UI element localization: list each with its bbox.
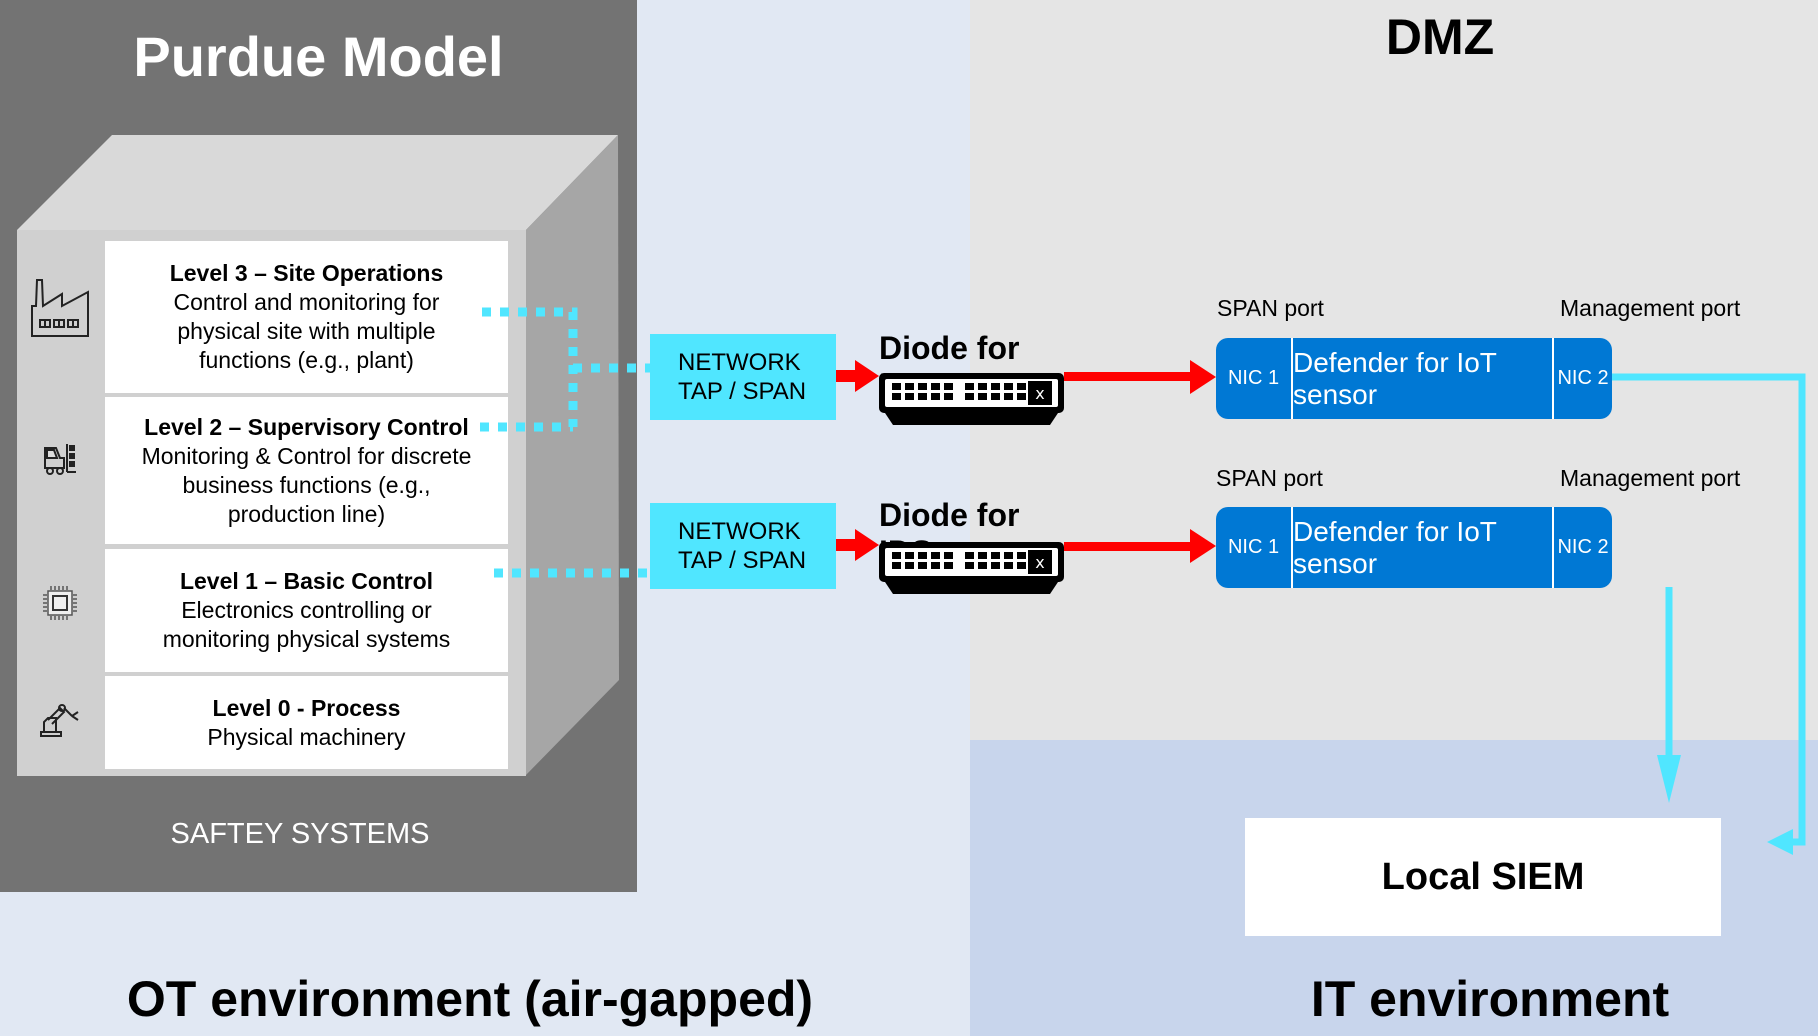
diode-port-glyph	[931, 383, 940, 390]
sensor-2-nic2: NIC 2	[1552, 507, 1612, 588]
tap-2-line2: TAP / SPAN	[678, 547, 807, 574]
diode-port-glyph	[1017, 552, 1026, 559]
diode-port-glyph	[918, 562, 927, 569]
diode-port-glyph	[1017, 562, 1026, 569]
svg-text:x: x	[1035, 384, 1044, 403]
ot-environment-label: OT environment (air-gapped)	[126, 971, 814, 1027]
level-2-title: Level 2 – Supervisory Control	[144, 413, 469, 440]
diode-port-glyph	[892, 383, 901, 390]
sensor-1-to-siem-line	[1612, 373, 1806, 846]
diode-port-glyph	[892, 562, 901, 569]
diode-port-glyph	[978, 393, 987, 400]
level-1-box: Level 1 – Basic Control Electronics cont…	[105, 549, 508, 672]
diode-port-glyph	[1004, 562, 1013, 569]
diode-port-glyph	[978, 383, 987, 390]
diode-port-glyph	[931, 552, 940, 559]
tap-2-line1: NETWORK	[678, 518, 801, 545]
level-3-dotted-line	[482, 307, 578, 427]
sensor-1-siem-arrowhead	[1767, 829, 1793, 855]
network-tap-span-1: NETWORK TAP / SPAN	[650, 334, 836, 420]
sensor-1-name: Defender for IoT sensor	[1293, 346, 1497, 410]
diode-port-glyph	[918, 393, 927, 400]
network-tap-span-2: NETWORK TAP / SPAN	[650, 503, 836, 589]
diode-port-glyph	[905, 562, 914, 569]
defender-sensor-2: NIC 1 Defender for IoT sensor NIC 2	[1216, 507, 1612, 588]
robot-arm-icon	[24, 684, 96, 756]
diode-port-glyph	[918, 383, 927, 390]
sensor-2-name: Defender for IoT sensor	[1293, 515, 1497, 579]
diode-port-glyph	[905, 552, 914, 559]
sensor-1-nic2: NIC 2	[1552, 338, 1612, 419]
factory-icon	[24, 272, 96, 344]
sensor-1-mgmt-port-label: Management port	[1560, 295, 1741, 321]
diode-port-glyph	[991, 393, 1000, 400]
diode-2-to-sensor-arrow	[1064, 542, 1194, 551]
diode-port-glyph	[931, 393, 940, 400]
diode-port-glyph	[931, 562, 940, 569]
dmz-label: DMZ	[1385, 9, 1495, 65]
diode-port-glyph	[991, 552, 1000, 559]
level-0-box: Level 0 - Process Physical machinery	[105, 676, 508, 769]
tap-1-line1: NETWORK	[678, 349, 801, 376]
diode-port-glyph	[905, 383, 914, 390]
tap-1-to-diode-arrow	[836, 370, 861, 382]
diode-port-glyph	[965, 383, 974, 390]
diode-port-glyph	[978, 552, 987, 559]
defender-sensor-1: NIC 1 Defender for IoT sensor NIC 2	[1216, 338, 1612, 419]
diode-port-glyph	[944, 562, 953, 569]
diode-port-glyph	[1004, 552, 1013, 559]
sensor-2-span-port-label: SPAN port	[1216, 465, 1323, 491]
diode-port-glyph	[991, 383, 1000, 390]
diode-port-glyph	[944, 393, 953, 400]
sensor-2-nic1: NIC 1	[1216, 507, 1293, 588]
diode-1-to-sensor-arrow	[1064, 372, 1194, 381]
cube-top-face	[17, 135, 618, 230]
level-3-title: Level 3 – Site Operations	[169, 260, 444, 286]
diode-port-glyph	[965, 552, 974, 559]
level-0-title: Level 0 - Process	[212, 694, 401, 721]
diode-port-glyph	[1004, 393, 1013, 400]
sensor-1-span-port-label: SPAN port	[1217, 295, 1324, 321]
diode-port-glyph	[944, 383, 953, 390]
diode-port-glyph	[905, 393, 914, 400]
chip-icon	[24, 567, 96, 639]
diode-port-glyph	[1017, 393, 1026, 400]
level-1-title: Level 1 – Basic Control	[179, 568, 434, 594]
diode-port-glyph	[892, 393, 901, 400]
diode-port-glyph	[1017, 383, 1026, 390]
diode-port-glyph	[1004, 383, 1013, 390]
level-3-desc: Control and monitoring for physical site…	[173, 289, 440, 373]
sensor-1-nic1: NIC 1	[1216, 338, 1293, 419]
sensor-2-mgmt-port-label: Management port	[1560, 465, 1741, 491]
it-environment-label: IT environment	[1310, 971, 1670, 1027]
level-2-desc: Monitoring & Control for discrete busine…	[141, 442, 472, 527]
level-3-box: Level 3 – Site Operations Control and mo…	[105, 241, 508, 393]
diode-port-glyph	[944, 552, 953, 559]
cube-right-face	[525, 135, 619, 776]
purdue-model-title: Purdue Model	[133, 25, 504, 88]
level-0-desc: Physical machinery	[207, 723, 406, 750]
svg-text:x: x	[1035, 553, 1044, 572]
local-siem-box: Local SIEM	[1245, 818, 1721, 936]
tap-2-to-diode-arrow	[836, 539, 861, 551]
safety-systems-label: SAFTEY SYSTEMS	[170, 818, 430, 850]
diode-port-glyph	[965, 562, 974, 569]
tap-1-line2: TAP / SPAN	[678, 378, 807, 405]
diode-port-glyph	[978, 562, 987, 569]
sensor-2-siem-arrowhead	[1657, 755, 1681, 803]
forklift-icon	[24, 422, 96, 494]
diode-port-glyph	[965, 393, 974, 400]
diode-port-glyph	[918, 552, 927, 559]
diode-port-glyph	[892, 552, 901, 559]
level-1-desc: Electronics controlling or monitoring ph…	[162, 597, 451, 652]
level-2-box: Level 2 – Supervisory Control Monitoring…	[105, 397, 508, 544]
diode-port-glyph	[991, 562, 1000, 569]
